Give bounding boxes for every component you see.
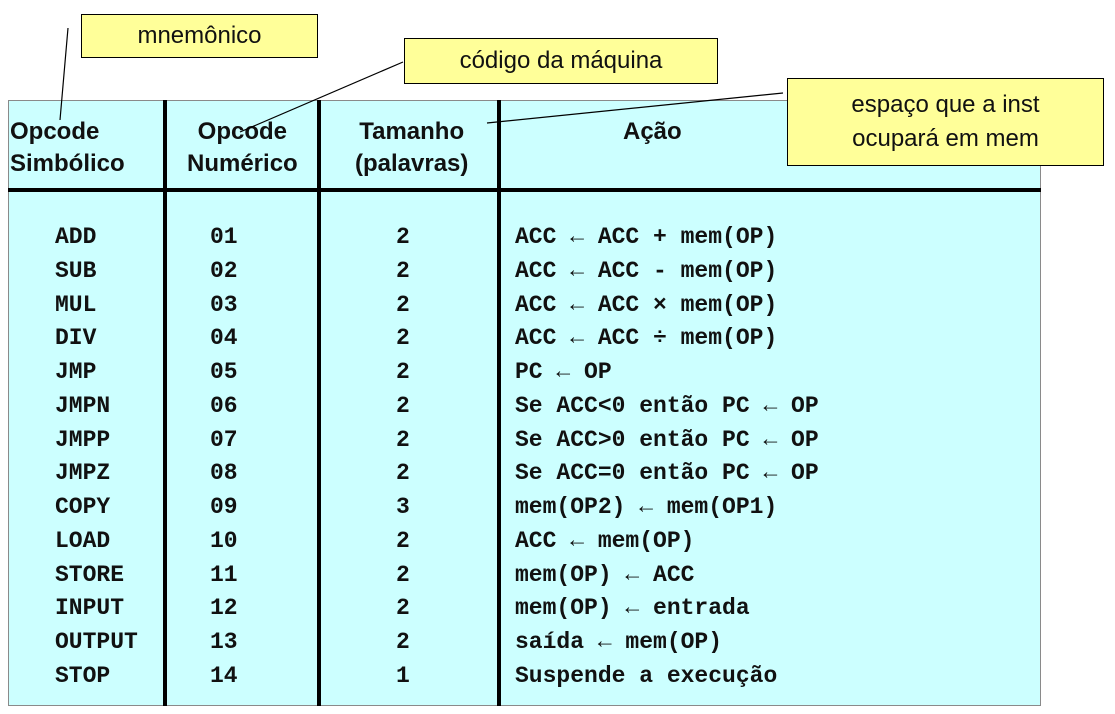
cell-size: 2 [396, 460, 410, 486]
cell-mnemonic: STOP [55, 663, 111, 689]
cell-size: 2 [396, 629, 410, 655]
cell-opcode: 04 [210, 325, 238, 351]
cell-action: Suspende a execução [515, 663, 778, 689]
cell-action: PC ← OP [515, 359, 612, 385]
cell-action: ACC ← ACC + mem(OP) [515, 224, 778, 250]
header-text: Numérico [187, 150, 298, 177]
cell-size: 2 [396, 595, 410, 621]
table-row: DIV 04 2 ACC ← ACC ÷ mem(OP) [0, 321, 1115, 355]
cell-size: 2 [396, 325, 410, 351]
cell-opcode: 10 [210, 528, 238, 554]
cell-action: Se ACC=0 então PC ← OP [515, 460, 819, 486]
cell-mnemonic: ADD [55, 224, 97, 250]
header-text: (palavras) [355, 150, 469, 177]
cell-mnemonic: OUTPUT [55, 629, 138, 655]
cell-size: 2 [396, 224, 410, 250]
table-row: STORE 11 2 mem(OP) ← ACC [0, 558, 1115, 592]
cell-action: mem(OP) ← entrada [515, 595, 750, 621]
cell-mnemonic: COPY [55, 494, 111, 520]
cell-size: 1 [396, 663, 410, 689]
cell-opcode: 06 [210, 393, 238, 419]
cell-mnemonic: JMPN [55, 393, 111, 419]
callout-instruction-size: espaço que a inst ocupará em mem [787, 78, 1104, 166]
cell-opcode: 14 [210, 663, 238, 689]
instruction-table [8, 100, 1041, 706]
cell-opcode: 05 [210, 359, 238, 385]
callout-text: código da máquina [459, 47, 663, 74]
cell-mnemonic: LOAD [55, 528, 111, 554]
cell-action: ACC ← ACC ÷ mem(OP) [515, 325, 778, 351]
cell-opcode: 02 [210, 258, 238, 284]
table-row: STOP 14 1 Suspende a execução [0, 659, 1115, 693]
table-row: JMPZ 08 2 Se ACC=0 então PC ← OP [0, 456, 1115, 490]
cell-size: 2 [396, 393, 410, 419]
header-size: Tamanho (palavras) [355, 116, 468, 180]
cell-size: 2 [396, 562, 410, 588]
cell-mnemonic: DIV [55, 325, 97, 351]
table-row: ADD 01 2 ACC ← ACC + mem(OP) [0, 220, 1115, 254]
cell-mnemonic: JMP [55, 359, 97, 385]
cell-mnemonic: MUL [55, 292, 97, 318]
cell-action: Se ACC<0 então PC ← OP [515, 393, 819, 419]
callout-text: mnemônico [137, 22, 262, 49]
cell-action: ACC ← mem(OP) [515, 528, 695, 554]
cell-action: mem(OP2) ← mem(OP1) [515, 494, 778, 520]
table-row: COPY 09 3 mem(OP2) ← mem(OP1) [0, 490, 1115, 524]
header-text: Opcode [10, 118, 100, 145]
cell-size: 2 [396, 427, 410, 453]
cell-action: saída ← mem(OP) [515, 629, 723, 655]
cell-action: Se ACC>0 então PC ← OP [515, 427, 819, 453]
leader-space [486, 92, 784, 124]
cell-size: 2 [396, 528, 410, 554]
table-row: INPUT 12 2 mem(OP) ← entrada [0, 591, 1115, 625]
cell-mnemonic: JMPZ [55, 460, 111, 486]
column-divider [163, 100, 167, 706]
table-row: JMPN 06 2 Se ACC<0 então PC ← OP [0, 389, 1115, 423]
cell-size: 2 [396, 258, 410, 284]
header-opcode-symbolic: Opcode Simbólico [10, 116, 125, 180]
table-row: OUTPUT 13 2 saída ← mem(OP) [0, 625, 1115, 659]
column-divider [317, 100, 321, 706]
cell-mnemonic: SUB [55, 258, 97, 284]
cell-opcode: 08 [210, 460, 238, 486]
callout-mnemonic: mnemônico [81, 14, 318, 58]
column-divider [497, 100, 501, 706]
header-text: Tamanho [359, 118, 465, 145]
table-row: LOAD 10 2 ACC ← mem(OP) [0, 524, 1115, 558]
cell-mnemonic: STORE [55, 562, 125, 588]
cell-size: 2 [396, 292, 410, 318]
header-text: Ação [623, 118, 682, 145]
leader-mnemonic [59, 27, 69, 121]
cell-action: ACC ← ACC - mem(OP) [515, 258, 778, 284]
table-row: MUL 03 2 ACC ← ACC × mem(OP) [0, 288, 1115, 322]
cell-opcode: 07 [210, 427, 238, 453]
cell-opcode: 03 [210, 292, 238, 318]
cell-opcode: 12 [210, 595, 238, 621]
cell-mnemonic: INPUT [55, 595, 125, 621]
cell-size: 3 [396, 494, 410, 520]
cell-opcode: 01 [210, 224, 238, 250]
cell-size: 2 [396, 359, 410, 385]
callout-machine-code: código da máquina [404, 38, 718, 84]
cell-action: ACC ← ACC × mem(OP) [515, 292, 778, 318]
header-rule [8, 188, 1041, 192]
header-action: Ação [623, 116, 682, 148]
leader-machine-code [239, 61, 404, 133]
cell-opcode: 13 [210, 629, 238, 655]
table-row: JMP 05 2 PC ← OP [0, 355, 1115, 389]
cell-opcode: 11 [210, 562, 238, 588]
header-text: Simbólico [10, 150, 125, 177]
cell-action: mem(OP) ← ACC [515, 562, 695, 588]
cell-opcode: 09 [210, 494, 238, 520]
callout-text: espaço que a inst [851, 91, 1040, 118]
table-row: JMPP 07 2 Se ACC>0 então PC ← OP [0, 423, 1115, 457]
table-row: SUB 02 2 ACC ← ACC - mem(OP) [0, 254, 1115, 288]
cell-mnemonic: JMPP [55, 427, 111, 453]
callout-text: ocupará em mem [852, 125, 1039, 152]
